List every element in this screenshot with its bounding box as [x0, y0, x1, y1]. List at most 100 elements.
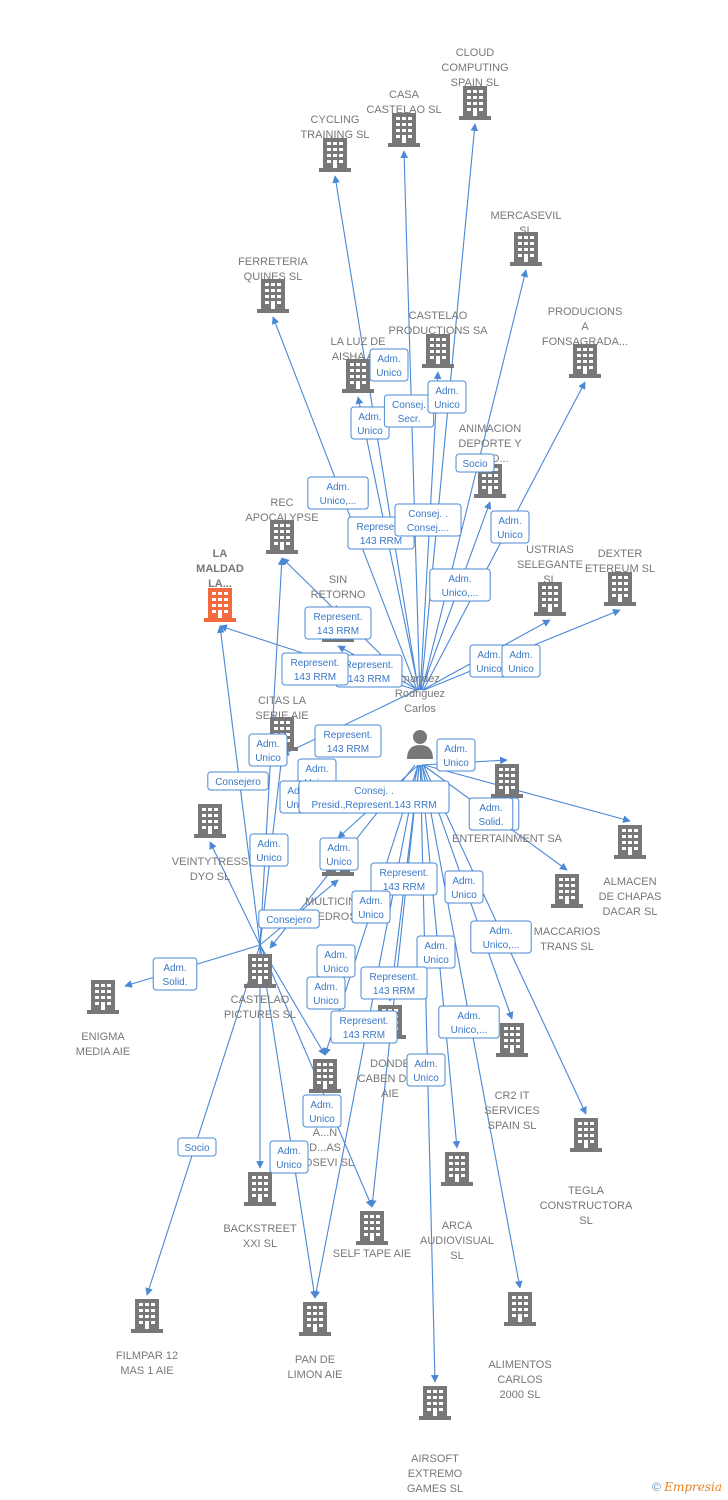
role-tag[interactable]: Adm.Unico: [302, 1094, 342, 1128]
brand-logo[interactable]: Empresia: [664, 1480, 722, 1494]
role-tag-text: Adm.: [327, 843, 350, 854]
role-tag[interactable]: Represent.143 RRM: [304, 606, 372, 640]
role-tag[interactable]: Represent.143 RRM: [281, 652, 349, 686]
role-tag[interactable]: Adm.Unico: [306, 976, 346, 1010]
role-tag[interactable]: Adm.Unico: [351, 890, 391, 924]
role-tag[interactable]: Socio: [177, 1137, 217, 1157]
company-node-selftape[interactable]: SELF TAPE AIE: [333, 1211, 411, 1260]
role-tag[interactable]: Adm.Unico,...: [470, 920, 532, 954]
role-tag[interactable]: Consej. .Presid.,Represent.143 RRM: [298, 780, 450, 814]
role-tag[interactable]: Adm.Unico: [490, 510, 530, 544]
role-tag[interactable]: Consejero: [207, 771, 269, 791]
edge-center-mercasevil: [421, 269, 529, 691]
role-tag-text: Unico: [255, 753, 281, 764]
role-tag[interactable]: Socio: [455, 453, 495, 473]
edge-center-almacen: [424, 764, 631, 823]
role-tag[interactable]: Adm.Unico,...: [429, 568, 491, 602]
role-tag[interactable]: Represent.143 RRM: [314, 724, 382, 758]
role-tag[interactable]: Adm.Unico,...: [307, 476, 369, 510]
role-tag-text: 143 RRM: [373, 986, 415, 997]
role-tag-text: Represent.: [345, 660, 394, 671]
role-tag-text: Unico: [413, 1073, 439, 1084]
role-tag[interactable]: Represent.143 RRM: [330, 1010, 398, 1044]
role-tag[interactable]: Represent.143 RRM: [370, 862, 438, 896]
role-tag[interactable]: Adm.Unico: [406, 1053, 446, 1087]
role-tag[interactable]: Adm.Solid.: [468, 797, 514, 831]
role-tag[interactable]: Adm.Solid.: [152, 957, 198, 991]
role-tag[interactable]: Adm.Unico: [436, 738, 476, 772]
building-icon: [441, 1152, 473, 1186]
role-tag-text: Unico: [358, 910, 384, 921]
role-tag[interactable]: Consejero: [258, 909, 320, 929]
role-tag-text: Adm.: [435, 386, 458, 397]
role-tag[interactable]: Adm.Unico: [427, 380, 467, 414]
role-tag[interactable]: Adm.Unico: [350, 406, 390, 440]
building-icon: [194, 804, 226, 838]
building-icon: [388, 113, 420, 147]
role-tag[interactable]: Adm.Unico: [249, 833, 289, 867]
role-tag-text: Socio: [462, 459, 487, 470]
role-tag[interactable]: Adm.Unico: [416, 935, 456, 969]
role-tag-text: Adm.: [257, 839, 280, 850]
role-tag[interactable]: Represent.143 RRM: [360, 966, 428, 1000]
role-tag-text: Socio: [184, 1143, 209, 1154]
role-tag-text: Unico: [376, 368, 402, 379]
role-tag[interactable]: Consej. .Consej....: [394, 503, 462, 537]
role-tag[interactable]: Adm.Unico,...: [438, 1005, 500, 1039]
role-tag-text: Consejero: [215, 777, 261, 788]
role-tag[interactable]: Represent.143 RRM: [335, 654, 403, 688]
role-tag[interactable]: Adm.Unico: [269, 1140, 309, 1174]
role-tag-text: Adm.: [163, 963, 186, 974]
role-tag[interactable]: Adm.Unico: [316, 944, 356, 978]
role-tag-text: Represent.: [380, 868, 429, 879]
role-tag-text: Adm.: [489, 926, 512, 937]
role-tag[interactable]: Adm.Unico: [444, 870, 484, 904]
role-tag-text: Represent.: [340, 1016, 389, 1027]
building-icon: [491, 764, 523, 798]
role-tag-text: Unico: [309, 1114, 335, 1125]
role-tag[interactable]: Consej.Secr.: [383, 394, 435, 428]
role-tag[interactable]: Adm.Unico: [369, 348, 409, 382]
role-tag[interactable]: Adm.Unico: [501, 644, 541, 678]
role-tag[interactable]: Adm.Unico: [319, 837, 359, 871]
building-icon: [459, 86, 491, 120]
role-tag[interactable]: Adm.Unico: [248, 733, 288, 767]
